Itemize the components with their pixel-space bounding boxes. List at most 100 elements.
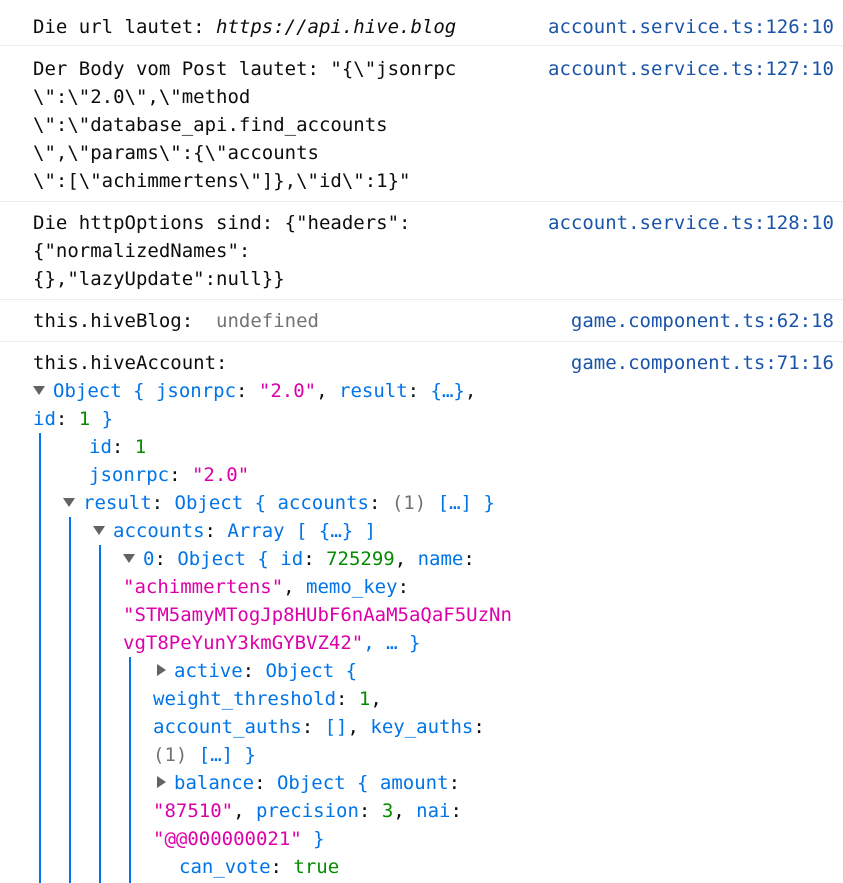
console-message-hiveblog: this.hiveBlog: undefined game.component.… — [0, 300, 843, 342]
preview-key: result — [339, 380, 408, 402]
prop-value: "2.0" — [191, 464, 250, 486]
preview-value: […] — [437, 492, 472, 514]
console-message-httpoptions: Die httpOptions sind: {"headers": {"norm… — [0, 202, 843, 300]
preview-value: 1 — [358, 688, 371, 710]
preview-count: (1) — [391, 492, 427, 514]
tree-guide-item0 — [129, 657, 131, 883]
preview-key: accounts — [277, 492, 369, 514]
preview-key: name — [417, 548, 464, 570]
tree-row-canvote: can_vote: true — [179, 856, 340, 878]
preview-value: […] — [198, 744, 234, 766]
preview-key: account_auths — [153, 716, 302, 738]
source-link[interactable]: game.component.ts:71:16 — [570, 352, 834, 374]
collapse-toggle-icon[interactable] — [157, 776, 166, 788]
tree-row-active[interactable]: active: Object { — [157, 657, 357, 685]
expand-toggle-icon[interactable] — [33, 386, 45, 395]
prop-preview: Object { — [276, 772, 380, 794]
prop-preview: Object { — [265, 660, 358, 682]
tree-row-accounts[interactable]: accounts: Array [ {…} ] — [93, 517, 376, 545]
preview-close: } — [301, 828, 325, 850]
prop-key: id — [89, 436, 112, 458]
prop-key: balance — [174, 772, 255, 794]
preview-value: "87510" — [153, 800, 234, 822]
preview-key: memo_key — [306, 576, 398, 598]
source-link[interactable]: game.component.ts:62:18 — [570, 310, 834, 332]
preview-key: key_auths — [370, 716, 474, 738]
prop-key: can_vote — [179, 856, 271, 878]
preview-value: 1 — [78, 408, 91, 430]
preview-key: amount — [379, 772, 449, 794]
preview-value: [] — [324, 716, 348, 738]
tree-row-active-cont3: (1) […] } — [153, 741, 256, 769]
prop-value: 1 — [134, 436, 147, 458]
console-message-hiveaccount: this.hiveAccount: game.component.ts:71:1… — [0, 342, 843, 883]
tree-row-balance[interactable]: balance: Object { amount: — [157, 769, 460, 797]
tree-guide-result — [69, 517, 71, 883]
source-link[interactable]: account.service.ts:127:10 — [548, 58, 834, 80]
prop-key: 0 — [143, 548, 155, 570]
tree-guide-accounts — [99, 545, 101, 883]
tree-row-active-cont2: account_auths: [], key_auths: — [153, 716, 485, 738]
body-line-4: \",\"params\":{\"accounts — [33, 142, 319, 164]
tree-row-balance-cont1: "87510", precision: 3, nai: — [153, 800, 462, 822]
hiveblog-value: undefined — [216, 310, 319, 332]
body-line-3: \":\"database_api.find_accounts — [33, 114, 388, 136]
body-line-2: \":\"2.0\",\"method — [33, 86, 251, 108]
url-value: https://api.hive.blog — [216, 16, 457, 38]
expand-toggle-icon[interactable] — [123, 554, 135, 563]
prop-value: true — [293, 856, 340, 878]
preview-key: nai — [416, 800, 451, 822]
preview-value: vgT8PeYunY3kmGYBVZ42" — [123, 632, 364, 654]
http-line-1: Die httpOptions sind: {"headers": — [33, 212, 411, 234]
preview-close: } — [90, 408, 114, 430]
http-line-2: {"normalizedNames": — [33, 240, 251, 262]
prop-key: active — [174, 660, 243, 682]
preview-value: 725299 — [326, 548, 395, 570]
preview-value: "STM5amyMTogJp8HUbF6nAaM5aQaF5UzNn — [123, 604, 512, 626]
source-link[interactable]: account.service.ts:128:10 — [548, 212, 834, 234]
tree-row-jsonrpc: jsonrpc: "2.0" — [89, 464, 250, 486]
body-line-5: \":[\"achimmertens\"]},\"id\":1}" — [33, 170, 411, 192]
preview-key: id — [33, 408, 56, 430]
tree-row-id: id: 1 — [89, 436, 147, 458]
preview-value: {…} — [430, 380, 465, 402]
preview-count: (1) — [153, 744, 188, 766]
url-label: Die url lautet: — [33, 16, 217, 38]
prop-key: accounts — [113, 520, 205, 542]
console-message-body: Der Body vom Post lautet: "{\"jsonrpc \"… — [0, 46, 843, 202]
tree-row-balance-cont2: "@@000000021" } — [153, 825, 325, 853]
hiveaccount-label: this.hiveAccount: — [33, 352, 228, 374]
tree-guide-root — [39, 433, 41, 883]
expand-toggle-icon[interactable] — [63, 498, 75, 507]
expand-toggle-icon[interactable] — [93, 526, 105, 535]
preview-close: } — [233, 744, 256, 766]
prop-preview: Array [ {…} ] — [227, 520, 377, 542]
console-message-url: Die url lautet: https://api.hive.blog ac… — [0, 0, 843, 46]
tree-row-item0-cont1: "achimmertens", memo_key: — [123, 576, 410, 598]
preview-key: precision — [255, 800, 359, 822]
tree-row-result[interactable]: result: Object { accounts: (1) […] } — [63, 489, 495, 517]
prop-key: result — [83, 492, 152, 514]
preview-value: "2.0" — [258, 380, 317, 402]
http-line-3: {},"lazyUpdate":null}} — [33, 268, 285, 290]
hiveblog-label: this.hiveBlog: — [33, 310, 194, 332]
tree-root-row[interactable]: Object { jsonrpc: "2.0", result: {…}, — [33, 377, 476, 405]
preview-value: "@@000000021" — [153, 828, 302, 850]
preview-key: jsonrpc — [155, 380, 237, 402]
preview-value: "achimmertens" — [123, 576, 284, 598]
message-text: Die url lautet: https://api.hive.blog — [33, 13, 456, 41]
preview-key: id — [280, 548, 304, 570]
tree-row-active-cont1: weight_threshold: 1, — [153, 688, 382, 710]
prop-key: jsonrpc — [89, 464, 170, 486]
prop-preview: Object { — [174, 492, 278, 514]
source-link[interactable]: account.service.ts:126:10 — [548, 16, 834, 38]
preview-close: , … } — [363, 632, 421, 654]
tree-row-item0-cont3: vgT8PeYunY3kmGYBVZ42", … } — [123, 629, 420, 657]
tree-root-row-cont: id: 1 } — [33, 408, 114, 430]
collapse-toggle-icon[interactable] — [157, 664, 166, 676]
tree-root-preview: Object { — [53, 380, 156, 402]
body-line-1: Der Body vom Post lautet: "{\"jsonrpc — [33, 58, 457, 80]
message-text: this.hiveBlog: undefined — [33, 307, 319, 335]
tree-row-item0[interactable]: 0: Object { id: 725299, name: — [123, 545, 475, 573]
tree-row-item0-cont2: "STM5amyMTogJp8HUbF6nAaM5aQaF5UzNn — [123, 601, 512, 629]
